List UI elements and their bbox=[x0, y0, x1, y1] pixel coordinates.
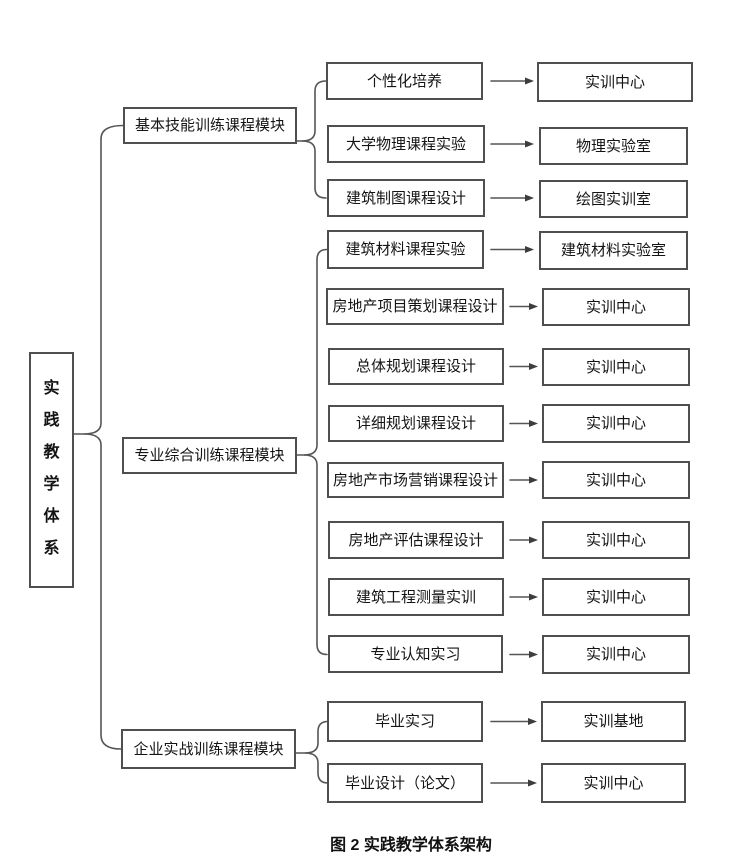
facility-box-3: 绘图实训室 bbox=[539, 180, 688, 218]
right-arrow-icon-row12 bbox=[490, 718, 537, 725]
module2-brace-connector bbox=[296, 248, 328, 656]
figure-caption: 图 2 实践教学体系架构 bbox=[330, 837, 492, 854]
course-box-2: 大学物理课程实验 bbox=[327, 125, 485, 163]
course-box-10: 建筑工程测量实训 bbox=[328, 578, 504, 616]
facility-box-9: 实训中心 bbox=[542, 521, 690, 559]
course-box-5: 房地产项目策划课程设计 bbox=[326, 288, 504, 325]
root-brace-connector bbox=[73, 124, 124, 750]
course-box-3: 建筑制图课程设计 bbox=[327, 179, 485, 217]
facility-box-13: 实训中心 bbox=[541, 763, 686, 803]
right-arrow-icon-row13 bbox=[490, 779, 537, 787]
root-box-practice-teaching-system: 实 践 教 学 体 系 bbox=[29, 352, 74, 588]
root-char: 实 bbox=[43, 380, 60, 397]
course-box-8: 房地产市场营销课程设计 bbox=[327, 462, 504, 498]
course-box-9: 房地产评估课程设计 bbox=[328, 521, 504, 559]
facility-box-11: 实训中心 bbox=[542, 635, 690, 674]
course-box-4: 建筑材料课程实验 bbox=[327, 230, 484, 269]
right-arrow-icon-row8 bbox=[509, 476, 538, 484]
facility-box-6: 实训中心 bbox=[542, 348, 690, 386]
facility-box-12: 实训基地 bbox=[541, 701, 686, 742]
course-box-12: 毕业实习 bbox=[327, 701, 483, 742]
course-box-6: 总体规划课程设计 bbox=[328, 348, 504, 385]
course-box-7: 详细规划课程设计 bbox=[328, 405, 504, 442]
right-arrow-icon-row7 bbox=[509, 420, 538, 427]
right-arrow-icon-row11 bbox=[509, 651, 538, 658]
facility-box-4: 建筑材料实验室 bbox=[539, 231, 688, 270]
facility-box-2: 物理实验室 bbox=[539, 127, 688, 165]
right-arrow-icon-row9 bbox=[509, 536, 538, 544]
root-char: 系 bbox=[43, 540, 60, 557]
right-arrow-icon-row1 bbox=[490, 77, 534, 85]
module-box-professional-comprehensive: 专业综合训练课程模块 bbox=[122, 437, 297, 474]
facility-box-5: 实训中心 bbox=[542, 288, 690, 326]
root-char: 践 bbox=[43, 412, 60, 429]
module3-brace-connector bbox=[295, 720, 329, 784]
right-arrow-icon-row10 bbox=[509, 593, 538, 601]
root-char: 体 bbox=[43, 508, 60, 525]
module-box-enterprise-practice: 企业实战训练课程模块 bbox=[121, 729, 296, 769]
root-char: 学 bbox=[43, 476, 60, 493]
right-arrow-icon-row3 bbox=[490, 194, 534, 202]
right-arrow-icon-row6 bbox=[509, 363, 538, 370]
right-arrow-icon-row5 bbox=[509, 303, 538, 310]
facility-box-8: 实训中心 bbox=[542, 461, 690, 499]
right-arrow-icon-row2 bbox=[490, 140, 534, 148]
module-box-basic-skills: 基本技能训练课程模块 bbox=[123, 107, 297, 144]
facility-box-7: 实训中心 bbox=[542, 404, 690, 443]
right-arrow-icon-row4 bbox=[490, 246, 534, 253]
facility-box-10: 实训中心 bbox=[542, 578, 690, 616]
facility-box-1: 实训中心 bbox=[537, 62, 693, 102]
module1-brace-connector bbox=[296, 80, 327, 199]
course-box-11: 专业认知实习 bbox=[328, 635, 503, 673]
root-char: 教 bbox=[43, 444, 60, 461]
course-box-1: 个性化培养 bbox=[326, 62, 483, 100]
course-box-13: 毕业设计（论文） bbox=[327, 763, 483, 803]
